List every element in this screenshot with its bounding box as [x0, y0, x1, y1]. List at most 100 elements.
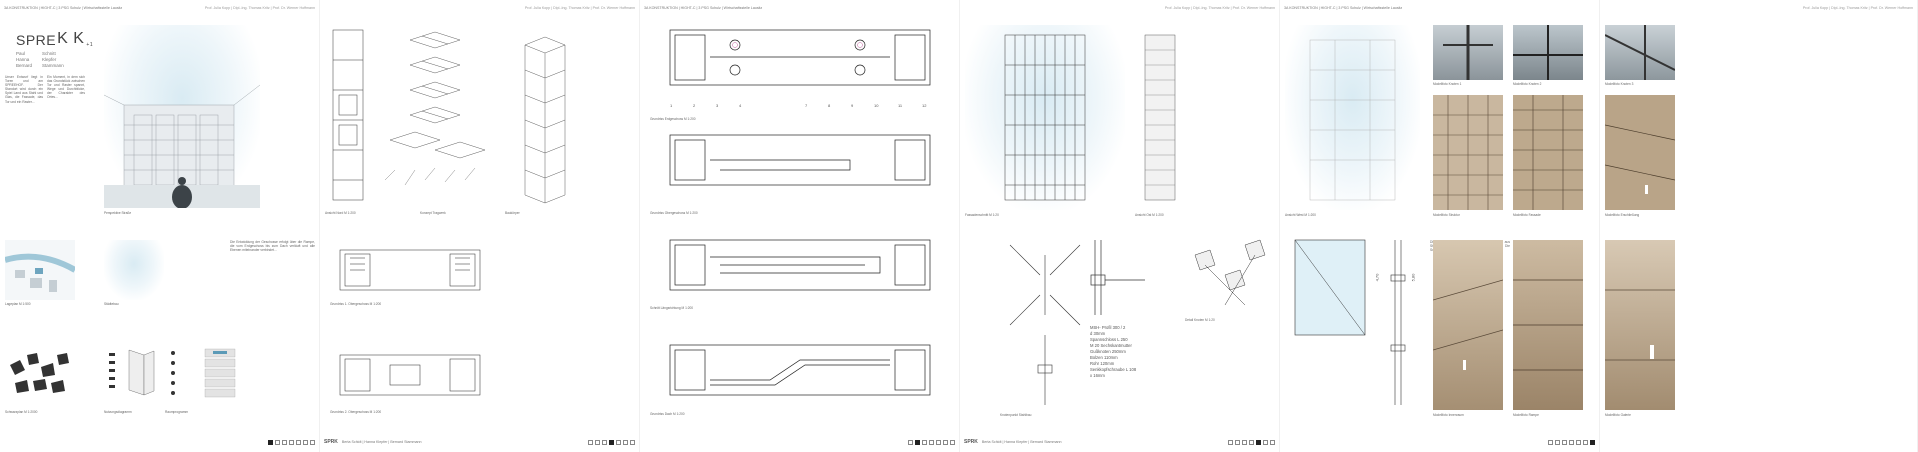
caption-model-3: Modellfoto Knoten 3: [1605, 82, 1634, 86]
model-photo-6: [1605, 95, 1675, 210]
title-sub: +1: [86, 42, 94, 48]
caption-program: Raumprogramm: [165, 410, 189, 414]
svg-text:1: 1: [670, 103, 673, 108]
caption-facade-1: Fassadenschnitt M 1:20: [965, 213, 999, 217]
black-plan: [5, 345, 75, 405]
spec-text: MSH- Profil 300 / 2 d 30mm Spannschloss …: [1090, 325, 1137, 378]
caption-plan-og3: Grundriss Obergeschoss M 1:200: [650, 211, 698, 215]
sheet-1: 3A KONSTRUKTION | HIGHT-C | 3 PSG Schulz…: [0, 0, 320, 452]
caption-black-plan: Schwarzplan M 1:2000: [5, 410, 38, 414]
model-photo-8: [1513, 240, 1583, 410]
page-indicator: [1548, 439, 1595, 445]
caption-plan-og2: Grundriss 2. Obergeschoss M 1:200: [330, 410, 382, 414]
model-photo-5: [1513, 95, 1583, 210]
model-photo-9: [1605, 240, 1675, 410]
caption-iso: Baukörper: [505, 211, 520, 215]
page-indicator: [588, 439, 635, 445]
node-detail: MSH- Profil 300 / 2 d 30mm Spannschloss …: [1085, 235, 1185, 410]
svg-text:11: 11: [898, 103, 903, 108]
caption-model-8: Modellfoto Rampe: [1513, 413, 1539, 417]
caption-model-6: Modellfoto Erschließung: [1605, 213, 1640, 217]
facade-west: [1285, 25, 1420, 210]
situation-sketch: [104, 240, 164, 300]
dim-b: 5,80: [1410, 273, 1416, 282]
sheet-header: Prof. Julia Kopp | Dipl.-Ing. Thomas Kri…: [1164, 6, 1275, 10]
caption-elevation: Ansicht Nord M 1:200: [325, 211, 356, 215]
caption-model-1: Modellfoto Knoten 1: [1433, 82, 1462, 86]
joint-detail: [1000, 235, 1090, 410]
caption-anchor: Detail Knoten M 1:20: [1185, 318, 1215, 322]
axo-structure: [380, 30, 490, 205]
caption-functions: Nutzungsdiagramm: [104, 410, 132, 414]
caption-plan-roof: Grundriss Dach M 1:200: [650, 412, 685, 416]
names-left: Paul Hanna Bernard: [16, 51, 33, 68]
elevation-strip: [325, 25, 370, 205]
plan-og3: [650, 130, 950, 210]
caption-facade-3: Ansicht West M 1:200: [1285, 213, 1316, 217]
page-indicator: [268, 439, 315, 445]
functions-diagram: [104, 345, 159, 405]
svg-text:8: 8: [828, 103, 831, 108]
svg-text:7: 7: [805, 103, 808, 108]
caption-perspective: Perspektive Straße: [104, 211, 132, 215]
caption-situation: Städtebau: [104, 302, 119, 306]
sheet-6: Prof. Julia Kopp | Dipl.-Ing. Thomas Kri…: [1600, 0, 1918, 452]
svg-text:9: 9: [851, 103, 854, 108]
caption-model-9: Modellfoto Galerie: [1605, 413, 1631, 417]
caption-model-7: Modellfoto Innenraum: [1433, 413, 1464, 417]
svg-text:3: 3: [716, 103, 719, 108]
model-photo-2: [1513, 25, 1583, 80]
sheet-header: 3A KONSTRUKTION | HIGHT-C | 3 PSG Schulz…: [644, 6, 763, 10]
sheet-footer: [644, 438, 955, 446]
caption-plan-eg: Grundriss Erdgeschoss M 1:200: [650, 117, 696, 121]
iso-tower: [505, 25, 580, 205]
sheet-4: Prof. Julia Kopp | Dipl.-Ing. Thomas Kri…: [960, 0, 1280, 452]
svg-text:2: 2: [693, 103, 696, 108]
program-diagram: [165, 345, 240, 405]
dim-a: 4,70: [1374, 273, 1380, 282]
facade-section: 4,70 5,80: [1285, 235, 1420, 410]
caption-level-section: Schnitt Längsrichtung M 1:200: [650, 306, 694, 310]
svg-text:10: 10: [874, 103, 879, 108]
model-photo-7: [1433, 240, 1503, 410]
site-plan: [5, 240, 75, 300]
svg-text:4: 4: [739, 103, 742, 108]
plan-roof: [650, 340, 950, 410]
sheet-3: 3A KONSTRUKTION | HIGHT-C | 3 PSG Schulz…: [640, 0, 960, 452]
caption-site-plan: Lageplan M 1:500: [5, 302, 31, 306]
perspective-drawing: [104, 84, 260, 208]
intro-text-b: Ein Moment, in dem sich das Grundstück z…: [47, 75, 85, 100]
sheet-header: Prof. Julia Kopp | Dipl.-Ing. Thomas Kri…: [524, 6, 635, 10]
intro-text-a: Unser Entwurf liegt in Toren und am SPRE…: [5, 75, 43, 104]
page-indicator: [1228, 439, 1275, 445]
title-word: SPRE: [16, 32, 57, 48]
caption-model-2: Modellfoto Knoten 2: [1513, 82, 1542, 86]
caption-plan-og1: Grundriss 1. Obergeschoss M 1:200: [330, 302, 382, 306]
title-mark: K K: [57, 30, 85, 47]
model-photo-1: [1433, 25, 1503, 80]
project-title: SPRE K K +1 Paul Hanna Bernard Schnitt K…: [16, 30, 93, 69]
sheet-header: 3A KONSTRUKTION | HIGHT-C | 3 PSG Schulz…: [1284, 6, 1403, 10]
svg-text:12: 12: [922, 103, 927, 108]
sheet-footer: [1284, 438, 1595, 446]
sheet-5: 3A KONSTRUKTION | HIGHT-C | 3 PSG Schulz…: [1280, 0, 1600, 452]
plan-og2: [330, 345, 490, 405]
caption-axo: Konzept Tragwerk: [420, 211, 446, 215]
plan-ramp: [650, 235, 950, 305]
names-right: Schnitt Klepfer Stammann: [42, 51, 64, 68]
model-photo-3: [1605, 25, 1675, 80]
plan-og1: [330, 240, 490, 300]
concept-text: Die Entwicklung der Geschosse erfolgt üb…: [230, 240, 315, 253]
facade-strip: [1135, 25, 1185, 210]
connection-sketch: [1185, 235, 1275, 315]
facade-elevation: [965, 25, 1125, 210]
model-photo-4: [1433, 95, 1503, 210]
sheet-header: 3A KONSTRUKTION | HIGHT-C | 3 PSG Schulz…: [4, 6, 315, 10]
caption-joint: Knotenpunkt Stahlbau: [1000, 413, 1032, 417]
caption-model-5: Modellfoto Fassade: [1513, 213, 1541, 217]
page-indicator: [908, 439, 955, 445]
sheet-header: Prof. Julia Kopp | Dipl.-Ing. Thomas Kri…: [1802, 6, 1913, 10]
